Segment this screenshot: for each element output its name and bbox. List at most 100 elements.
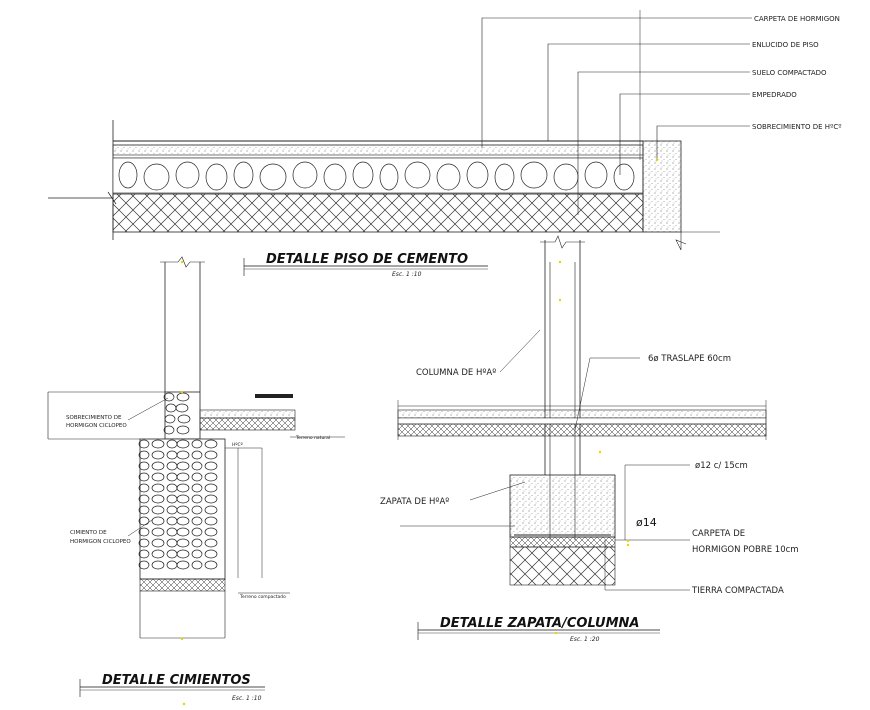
stone-shape <box>151 439 165 449</box>
label-carpeta-2: HORMIGON POBRE 10cm <box>692 545 799 555</box>
stone-shape <box>204 516 218 526</box>
stone-shape <box>191 483 203 493</box>
stone-shape <box>613 163 635 191</box>
label-sobrecimiento-1: SOBRECIMIENTO DE <box>66 415 122 421</box>
stone-shape <box>176 527 190 537</box>
stone-shape <box>404 161 431 189</box>
stone-shape <box>204 472 218 482</box>
label-terreno-compactado: Terreno compactado <box>239 594 286 600</box>
label-traslape: 6ø TRASLAPE 60cm <box>648 354 731 364</box>
detalle-zapata-labels: COLUMNA DE HºAº 6ø TRASLAPE 60cm ø12 c/ … <box>380 354 799 596</box>
marker-dot <box>554 631 558 635</box>
stone-shape <box>138 527 150 537</box>
label-diametro: ø14 <box>636 516 657 529</box>
marker-dot <box>598 450 602 454</box>
stone-shape <box>379 163 399 191</box>
stone-shape <box>191 538 203 548</box>
stone-shape <box>191 494 203 504</box>
stone-shape <box>191 505 203 515</box>
stone-shape <box>176 560 190 570</box>
marker-dot <box>182 702 186 706</box>
detalle-zapata-drawing <box>397 235 767 591</box>
title-cimientos: DETALLE CIMIENTOS <box>102 673 251 688</box>
stone-shape <box>176 439 190 449</box>
stone-shape <box>204 560 218 570</box>
stone-shape <box>138 483 150 493</box>
detalle-cimientos-labels: SOBRECIMIENTO DE HORMIGON CICLOPEO CIMIE… <box>66 415 330 600</box>
stone-shape <box>176 516 190 526</box>
label-suelo-compactado: SUELO COMPACTADO <box>752 69 827 77</box>
stone-shape <box>204 483 218 493</box>
detalle-piso-title: DETALLE PISO DE CEMENTO Esc. 1 :10 <box>243 252 488 278</box>
stone-shape <box>204 527 218 537</box>
stone-shape <box>176 425 190 435</box>
stone-shape <box>204 461 218 471</box>
yellow-markers <box>180 158 659 706</box>
stone-shape <box>138 505 150 515</box>
stone-shape <box>164 414 176 424</box>
stone-shape <box>163 392 175 402</box>
stone-shape <box>176 549 190 559</box>
label-carpeta-hormigon: CARPETA DE HORMIGON <box>754 15 840 23</box>
stone-shape <box>176 538 190 548</box>
stone-shape <box>151 505 165 515</box>
detalle-piso-drawing <box>48 10 752 251</box>
stone-shape <box>204 505 218 515</box>
stone-shape <box>191 516 203 526</box>
title-zapata: DETALLE ZAPATA/COLUMNA <box>440 616 639 631</box>
stone-shape <box>175 161 200 189</box>
stone-shape <box>436 163 461 191</box>
stone-shape <box>233 161 254 189</box>
label-cimiento-2: HORMIGON CICLOPEO <box>70 539 131 545</box>
stone-shape <box>138 439 150 449</box>
stone-shape <box>352 161 374 189</box>
stone-shape <box>151 560 165 570</box>
label-empedrado: EMPEDRADO <box>752 91 797 99</box>
stone-shape <box>151 538 165 548</box>
stone-shape <box>138 472 150 482</box>
stone-shape <box>292 161 318 189</box>
stone-shape <box>191 549 203 559</box>
stone-shape <box>151 483 165 493</box>
label-terreno-natural: Terreno natural <box>295 435 330 441</box>
stone-shape <box>176 392 190 402</box>
stone-shape <box>191 461 203 471</box>
label-cimiento-1: CIMIENTO DE <box>70 530 107 536</box>
detalle-zapata-title: DETALLE ZAPATA/COLUMNA Esc. 1 :20 <box>417 616 660 643</box>
stone-shape <box>520 161 548 189</box>
detalle-piso-labels: CARPETA DE HORMIGON ENLUCIDO DE PISO SUE… <box>752 15 842 131</box>
stone-shape <box>176 483 190 493</box>
label-sobrecimiento-2: HORMIGON CICLOPEO <box>66 423 127 429</box>
label-sobrecimiento: SOBRECIMIENTO DE HºCº <box>752 123 842 131</box>
stone-shape <box>191 472 203 482</box>
marker-dot <box>180 260 184 264</box>
stone-shape <box>176 494 190 504</box>
stone-shape <box>151 494 165 504</box>
marker-dot <box>180 390 184 394</box>
stone-shape <box>323 163 347 191</box>
stone-shape <box>191 560 203 570</box>
stone-shape <box>204 450 218 460</box>
stone-shape <box>176 472 190 482</box>
stone-shape <box>177 414 191 424</box>
label-carpeta-1: CARPETA DE <box>692 529 745 539</box>
stone-shape <box>138 516 150 526</box>
stone-shape <box>494 163 515 191</box>
stone-shape <box>259 163 287 191</box>
label-enlucido-piso: ENLUCIDO DE PISO <box>752 41 819 49</box>
marker-dot <box>626 539 630 543</box>
stone-shape <box>204 538 218 548</box>
stone-shape <box>138 461 150 471</box>
stone-shape <box>584 161 608 189</box>
marker-dot <box>626 543 630 547</box>
stone-shape <box>151 472 165 482</box>
stone-shape <box>466 161 489 189</box>
stone-shape <box>204 549 218 559</box>
label-hc: HºCº <box>232 442 243 448</box>
stone-shape <box>191 527 203 537</box>
stone-shape <box>163 425 175 435</box>
stone-shape <box>138 450 150 460</box>
marker-dot <box>655 158 659 162</box>
stone-shape <box>176 461 190 471</box>
stone-shape <box>151 527 165 537</box>
